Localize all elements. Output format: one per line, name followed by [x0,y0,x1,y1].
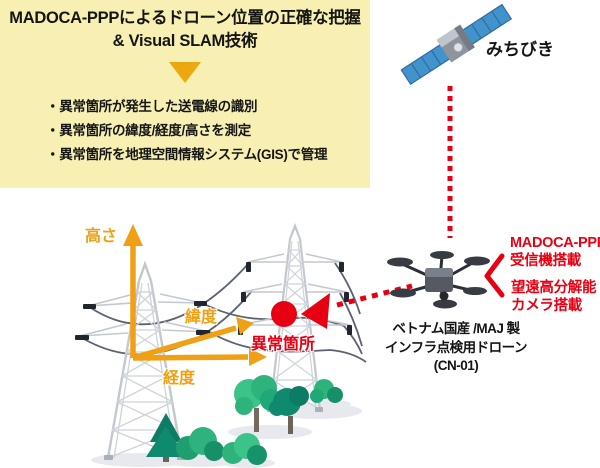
transmission-tower-left [75,260,211,460]
satellite-icon [400,3,513,86]
receiver-label-line2: 受信機搭載 [510,253,581,269]
axis-height-label: 高さ [85,228,118,245]
panel-title-line2: & Visual SLAM技術 [112,32,258,50]
bullet-item: ・異常箇所が発生した送電線の識別 [46,99,258,114]
panel-title: MADOCA-PPPによるドローン位置の正確な把握 & Visual SLAM技… [0,7,370,53]
michibiki-satellite-label: みちびき [486,40,554,59]
bullet-item: ・異常箇所の緯度/経度/高さを測定 [46,123,251,138]
drone-caption: ベトナム国産 /MAJ 製 インフラ点検用ドローン (CN-01) [380,320,532,376]
camera-label-line1: 望遠高分解能 [511,280,597,296]
anomaly-dot [271,301,297,327]
trees [146,375,343,465]
explanation-panel: MADOCA-PPPによるドローン位置の正確な把握 & Visual SLAM技… [0,0,370,188]
panel-bullet-list: ・異常箇所が発生した送電線の識別 ・異常箇所の緯度/経度/高さを測定 ・異常箇所… [46,95,327,167]
receiver-equipment-label: MADOCA-PPP 受信機搭載 [510,234,600,270]
axis-latitude-label: 緯度 [185,309,218,326]
drone-caption-line1: ベトナム国産 /MAJ 製 [392,321,520,336]
drone-caption-line2: インフラ点検用ドローン [385,339,527,355]
anomaly-label: 異常箇所 [251,336,316,353]
down-triangle-icon [169,62,201,83]
red-arrowhead [301,293,330,329]
receiver-label-line1: MADOCA-PPP [510,235,600,251]
drone-icon [387,251,490,309]
camera-equipment-label: 望遠高分解能 カメラ搭載 [511,279,597,315]
camera-label-line2: カメラ搭載 [511,298,582,314]
drone-caption-line3: (CN-01) [433,358,479,373]
drone-pointer-bracket [484,253,505,298]
axis-longitude-label: 経度 [163,370,196,387]
panel-title-line1: MADOCA-PPPによるドローン位置の正確な把握 [9,9,361,27]
bullet-item: ・異常箇所を地理空間情報システム(GIS)で管理 [46,147,328,162]
coordinate-axes [123,224,267,366]
